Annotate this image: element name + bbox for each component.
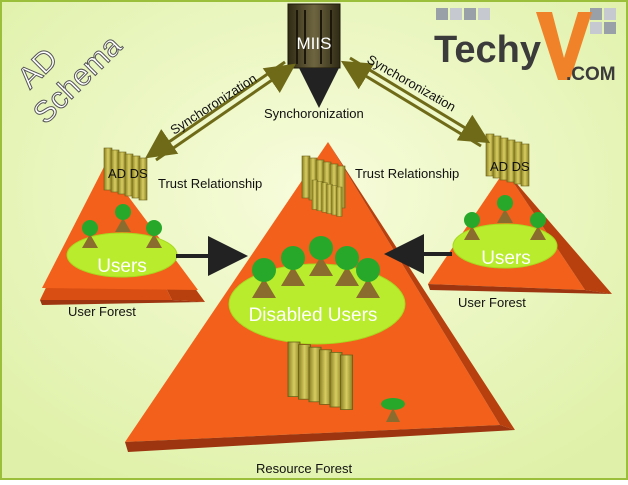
logo-v-icon [536,12,592,80]
user-forest-right-label: User Forest [458,295,526,310]
logo-grid-icon [436,8,616,34]
sync-left-arrow-up [155,63,296,162]
trust-left-label: Trust Relationship [158,176,262,191]
resource-user-icon [381,398,405,422]
users-right-label: Users [481,248,531,269]
logo-suffix: .COM [566,64,616,85]
ad-ds-left-label: AD DS [108,166,148,181]
miis-label: MIIS [297,34,332,53]
miis-server-icon [287,3,341,69]
disabled-users-label: Disabled Users [249,305,378,326]
sync-left-arrow-down [145,60,286,159]
ad-ds-right-label: AD DS [490,159,530,174]
user-forest-left-label: User Forest [68,304,136,319]
techyv-logo: Techy .COM [434,8,616,85]
users-left-label: Users [97,256,147,277]
sync-center-label: Synchoronization [264,106,364,121]
users-right-ellipse [452,223,558,269]
sync-right-arrow-up [340,60,482,148]
resource-forest-label: Resource Forest [256,461,352,476]
trust-right-label: Trust Relationship [355,166,459,181]
logo-text: Techy [434,29,541,71]
